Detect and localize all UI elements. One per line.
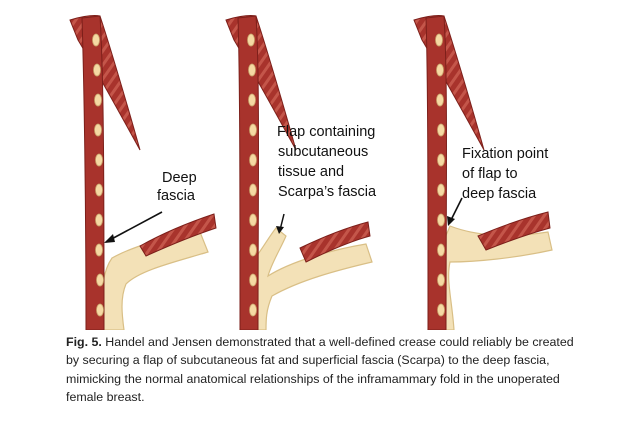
breast-muscle-wedge [139,213,217,257]
deep-fascia-nodes [247,33,257,317]
subcutaneous-fat-shape [239,227,373,330]
panel-2-illustration: Flap containing subcutaneous tissue and … [225,15,379,330]
panel-1-illustration: Deep fascia [69,15,217,330]
panel-3-label: Fixation point of flap to deep fascia [462,146,552,202]
panel-1-label: Deep fascia [157,170,201,204]
pectoral-muscle-strip [413,15,485,151]
panel-3-illustration: Fixation point of flap to deep fascia [413,15,553,330]
breast-muscle-wedge [299,221,371,263]
caption-label: Fig. 5. [66,335,102,349]
deep-fascia-nodes [92,33,104,317]
fixation-arrowhead [447,216,455,226]
deep-fascia-nodes [435,33,445,317]
deep-fascia-arrowhead [104,234,115,243]
caption-text: Handel and Jensen demonstrated that a we… [66,335,574,405]
figure-caption: Fig. 5. Handel and Jensen demonstrated t… [66,333,586,407]
anatomy-figure: Deep fascia Flap containing subcutaneous… [69,15,553,330]
subcutaneous-fat-shape [99,231,209,330]
deep-fascia-arrow [105,211,163,243]
panel-2-label: Flap containing subcutaneous tissue and … [277,124,379,200]
flap-arrowhead [276,226,284,234]
breast-muscle-wedge [477,211,551,251]
pectoral-muscle-strip [69,15,141,151]
